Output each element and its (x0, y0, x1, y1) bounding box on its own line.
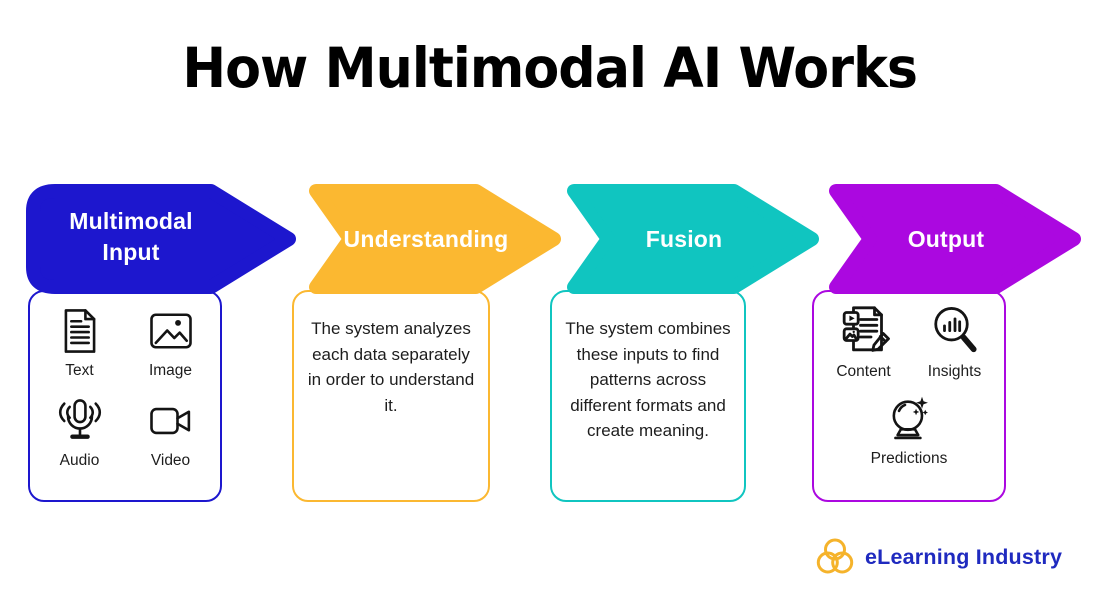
elearning-industry-logo-text: eLearning Industry (865, 544, 1063, 569)
fusion-arrow (567, 184, 819, 294)
output-type-predictions: Predictions (818, 393, 1000, 468)
insights-magnifier-icon (933, 307, 977, 353)
page-title: How Multimodal AI Works (0, 38, 1100, 99)
output-type-label: Insights (927, 363, 982, 380)
output-types-grid: Content Insights (814, 292, 1004, 468)
input-type-image: Image (125, 305, 216, 380)
output-type-label: Content (836, 363, 891, 380)
multimodal-input-arrow-label: Multimodal Input (69, 208, 193, 266)
crystal-ball-icon (892, 396, 928, 440)
output-card: Content Insights (812, 290, 1006, 502)
image-icon (149, 313, 192, 349)
understanding-card: The system analyzes each data separately… (292, 290, 490, 502)
multimodal-input-arrow (26, 184, 296, 294)
output-type-insights: Insights (909, 302, 1000, 381)
video-camera-icon (149, 407, 190, 435)
input-type-label: Image (148, 362, 193, 379)
output-arrow (829, 184, 1081, 294)
output-type-label: Predictions (870, 450, 948, 467)
input-type-label: Audio (59, 452, 100, 469)
multimodal-input-card: Text Image (28, 290, 222, 502)
text-document-icon (64, 309, 95, 353)
understanding-arrow (309, 184, 561, 294)
content-document-icon (842, 306, 890, 352)
fusion-arrow-label: Fusion (645, 226, 723, 252)
arrow-shape (26, 184, 296, 294)
arrow-shape (829, 184, 1081, 294)
arrow-shape (567, 184, 819, 294)
fusion-card: The system combines these inputs to find… (550, 290, 746, 502)
fusion-description: The system combines these inputs to find… (565, 319, 731, 440)
input-type-label: Text (65, 362, 94, 379)
understanding-description: The system analyzes each data separately… (307, 319, 475, 415)
input-types-grid: Text Image (30, 292, 220, 470)
page-title-text: How Multimodal AI Works (182, 36, 919, 100)
output-type-content: Content (818, 302, 909, 381)
input-type-audio: Audio (34, 395, 125, 470)
arrow-shape (309, 184, 561, 294)
input-type-video: Video (125, 395, 216, 470)
elearning-industry-logo-mark-icon (816, 538, 854, 574)
input-type-text: Text (34, 305, 125, 380)
elearning-industry-logo: eLearning Industry (814, 536, 1062, 578)
output-arrow-label: Output (907, 226, 985, 252)
understanding-arrow-label: Understanding (343, 226, 509, 252)
microphone-icon (58, 399, 101, 439)
input-type-label: Video (150, 452, 191, 469)
